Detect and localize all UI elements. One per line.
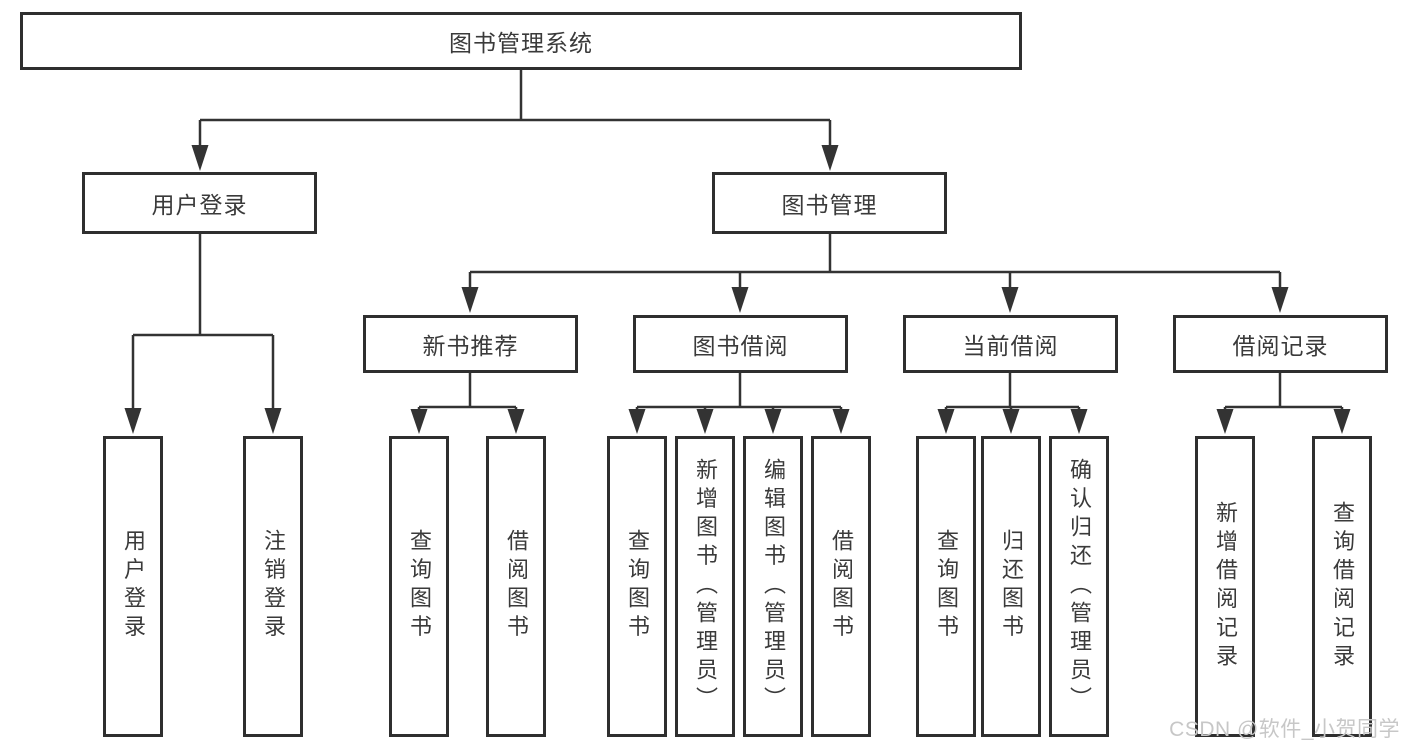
watermark: CSDN @软件_小贺同学 (1169, 718, 1400, 741)
node-new-book-recommendation: 新书推荐 (363, 315, 578, 373)
leaf-add-borrow-record: 新增借阅记录 (1195, 436, 1255, 737)
node-borrowing-records: 借阅记录 (1173, 315, 1388, 373)
leaf-borrow-books-recommend: 借阅图书 (486, 436, 546, 737)
leaf-query-books-borrowing: 查询图书 (607, 436, 667, 737)
node-book-management: 图书管理 (712, 172, 947, 234)
node-book-borrowing-label: 图书借阅 (692, 333, 789, 359)
leaf-user-login: 用户登录 (103, 436, 163, 737)
leaf-query-books-recommend: 查询图书 (389, 436, 449, 737)
leaf-query-books-current: 查询图书 (916, 436, 976, 737)
node-user-login-label: 用户登录 (151, 192, 248, 218)
leaf-logout-login: 注销登录 (243, 436, 303, 737)
leaf-confirm-return-admin: 确认归还（管理员） (1049, 436, 1109, 737)
node-user-login: 用户登录 (82, 172, 317, 234)
node-root: 图书管理系统 (20, 12, 1022, 70)
node-new-book-recommendation-label: 新书推荐 (422, 333, 519, 359)
node-current-borrowing: 当前借阅 (903, 315, 1118, 373)
leaf-edit-books-admin: 编辑图书（管理员） (743, 436, 803, 737)
node-book-borrowing: 图书借阅 (633, 315, 848, 373)
node-current-borrowing-label: 当前借阅 (962, 333, 1059, 359)
leaf-add-books-admin: 新增图书（管理员） (675, 436, 735, 737)
leaf-query-borrow-record: 查询借阅记录 (1312, 436, 1372, 737)
node-borrowing-records-label: 借阅记录 (1232, 333, 1329, 359)
node-root-label: 图书管理系统 (449, 30, 593, 56)
leaf-borrow-books-borrowing: 借阅图书 (811, 436, 871, 737)
node-book-management-label: 图书管理 (781, 192, 878, 218)
leaf-return-books: 归还图书 (981, 436, 1041, 737)
